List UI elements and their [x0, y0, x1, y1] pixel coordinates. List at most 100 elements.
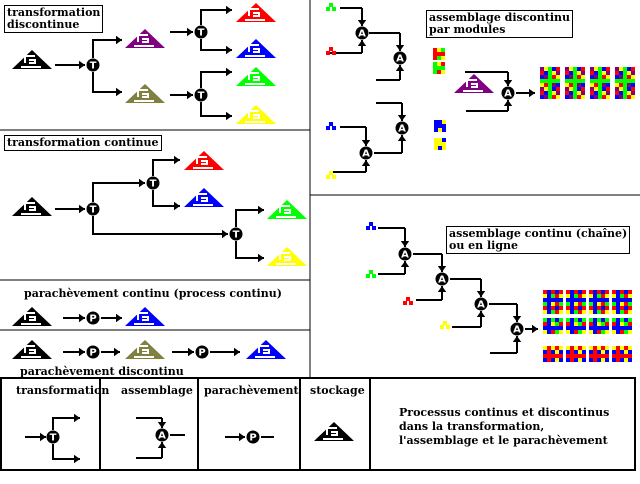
- module-cell: [543, 354, 547, 358]
- module-cell: [593, 358, 597, 362]
- stock-mark: [255, 345, 275, 358]
- module-cell: [578, 330, 582, 334]
- stock-mark: [245, 110, 265, 123]
- node-disc: [86, 311, 100, 325]
- module-cell: [573, 83, 577, 87]
- module-cell: [601, 346, 605, 350]
- node-disc: [246, 430, 260, 444]
- module-cell: [616, 350, 620, 354]
- module-cell: [555, 326, 559, 330]
- module-cell: [627, 67, 631, 71]
- module-cell: [573, 67, 577, 71]
- module-cell: [628, 330, 632, 334]
- part-block: [329, 122, 333, 126]
- module-cell: [593, 290, 597, 294]
- arrowhead: [174, 201, 180, 211]
- module-cell: [619, 75, 623, 79]
- continuous-finishing-title: parachèvement continu (process continu): [24, 287, 282, 300]
- module-cell: [620, 306, 624, 310]
- module-cell: [578, 326, 582, 330]
- node-disc: [355, 26, 369, 40]
- module-cell: [627, 91, 631, 95]
- module-cell: [601, 290, 605, 294]
- module-cell: [589, 350, 593, 354]
- module-cell: [566, 326, 570, 330]
- module-cell: [577, 83, 581, 87]
- part-block: [366, 274, 370, 278]
- arrowhead: [114, 347, 120, 357]
- module-cell: [434, 124, 438, 128]
- module-cell: [602, 75, 606, 79]
- arrowhead: [357, 40, 367, 46]
- module-cell: [570, 294, 574, 298]
- module-cell: [577, 79, 581, 83]
- module-cell: [612, 318, 616, 322]
- module-cell: [543, 306, 547, 310]
- module-cell: [601, 330, 605, 334]
- module-cell: [597, 330, 601, 334]
- module-cell: [438, 138, 442, 142]
- finishing-node: P: [86, 345, 100, 359]
- module-cell: [598, 75, 602, 79]
- module-cell: [574, 290, 578, 294]
- module-cell: [551, 294, 555, 298]
- part-blue: [366, 222, 376, 230]
- module-cell: [569, 83, 573, 87]
- module-cell: [601, 318, 605, 322]
- module-cell: [628, 302, 632, 306]
- module-cell: [615, 91, 619, 95]
- module-cell: [581, 83, 585, 87]
- module-cell: [589, 302, 593, 306]
- module-cell: [615, 75, 619, 79]
- module-cell: [602, 91, 606, 95]
- arrowhead: [157, 422, 167, 428]
- module-cell: [540, 83, 544, 87]
- stock-red: [236, 3, 276, 22]
- module-cell: [543, 302, 547, 306]
- part-red: [326, 47, 336, 55]
- module-cell: [438, 120, 442, 124]
- legend-assembly-label: assemblage: [121, 384, 193, 397]
- module-cell: [628, 290, 632, 294]
- module-cell: [612, 298, 616, 302]
- module-cell: [569, 79, 573, 83]
- node-letter: A: [438, 275, 446, 286]
- module-stack: [589, 290, 609, 314]
- arrowhead: [174, 155, 180, 165]
- node-letter: T: [198, 28, 205, 39]
- module-cell: [543, 326, 547, 330]
- module-cell: [624, 326, 628, 330]
- module-cell: [602, 95, 606, 99]
- module-cell: [540, 71, 544, 75]
- part-block: [332, 175, 336, 179]
- module-cell: [547, 330, 551, 334]
- legend-transformation-node: T: [46, 430, 60, 444]
- module-cell: [569, 75, 573, 79]
- node-disc: [195, 345, 209, 359]
- module-cell: [559, 322, 563, 326]
- module-cell: [559, 330, 563, 334]
- module-cell: [442, 128, 446, 132]
- module-cell: [616, 358, 620, 362]
- module-cell: [434, 146, 438, 150]
- module-cell: [434, 128, 438, 132]
- legend-caption: Processus continus et discontinus dans l…: [399, 406, 610, 447]
- module-cell: [612, 322, 616, 326]
- part-block: [409, 301, 413, 305]
- node-disc: [474, 297, 488, 311]
- node-letter: A: [504, 89, 512, 100]
- legend-transformation-label: transformation: [16, 384, 110, 397]
- node-disc: [359, 146, 373, 160]
- assembly-node: A: [435, 272, 449, 286]
- module-cell: [548, 87, 552, 91]
- module-cell: [612, 310, 616, 314]
- module-cell: [612, 290, 616, 294]
- module-cell: [437, 62, 441, 66]
- module-cell: [590, 71, 594, 75]
- node-disc: [501, 86, 515, 100]
- module-cell: [594, 83, 598, 87]
- node-letter: T: [50, 433, 57, 444]
- module-cell: [551, 290, 555, 294]
- stock-mark: [193, 193, 213, 206]
- arrowhead: [512, 316, 522, 322]
